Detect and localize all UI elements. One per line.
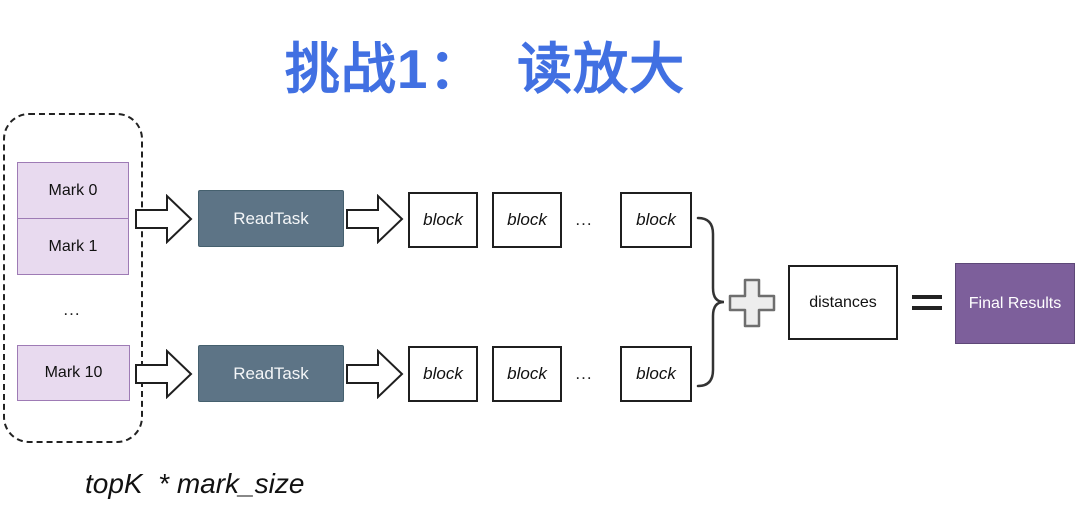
block-label: block bbox=[507, 210, 547, 229]
block-box: block bbox=[408, 346, 478, 402]
readtask-box-row2: ReadTask bbox=[198, 345, 344, 402]
mark-box-0-label: Mark 0 bbox=[48, 181, 98, 199]
arrow-right-icon bbox=[135, 349, 193, 399]
arrow-right-icon bbox=[346, 349, 404, 399]
row1-ellipsis: ... bbox=[575, 210, 593, 229]
equals-icon bbox=[912, 306, 942, 310]
block-label: block bbox=[507, 364, 547, 383]
final-results-label: Final Results bbox=[968, 294, 1062, 312]
block-box: block bbox=[492, 346, 562, 402]
footnote-formula: topK * mark_size bbox=[85, 468, 305, 499]
block-label: block bbox=[636, 210, 676, 229]
block-box: block bbox=[492, 192, 562, 248]
marks-panel bbox=[3, 113, 143, 443]
block-label: block bbox=[423, 210, 463, 229]
arrow-right-icon bbox=[346, 194, 404, 244]
block-box: block bbox=[620, 192, 692, 248]
arrow-right-icon bbox=[135, 194, 193, 244]
curly-brace-icon bbox=[696, 216, 725, 388]
mark-box-10: Mark 10 bbox=[17, 345, 130, 401]
final-results-box: Final Results bbox=[955, 263, 1075, 344]
page-title: 挑战1： 读放大 bbox=[284, 38, 686, 100]
readtask-label: ReadTask bbox=[233, 363, 309, 383]
mark-box-1: Mark 1 bbox=[17, 218, 129, 275]
marks-ellipsis: ... bbox=[63, 300, 81, 319]
mark-box-0: Mark 0 bbox=[17, 162, 129, 219]
mark-box-1-label: Mark 1 bbox=[48, 237, 98, 255]
block-label: block bbox=[423, 364, 463, 383]
distances-box: distances bbox=[788, 265, 898, 340]
block-box: block bbox=[408, 192, 478, 248]
equals-icon bbox=[912, 295, 942, 299]
block-box: block bbox=[620, 346, 692, 402]
block-label: block bbox=[636, 364, 676, 383]
plus-icon bbox=[728, 278, 776, 328]
distances-label: distances bbox=[809, 293, 877, 311]
readtask-box-row1: ReadTask bbox=[198, 190, 344, 247]
row2-ellipsis: ... bbox=[575, 364, 593, 383]
mark-box-10-label: Mark 10 bbox=[44, 364, 103, 381]
readtask-label: ReadTask bbox=[233, 208, 309, 228]
